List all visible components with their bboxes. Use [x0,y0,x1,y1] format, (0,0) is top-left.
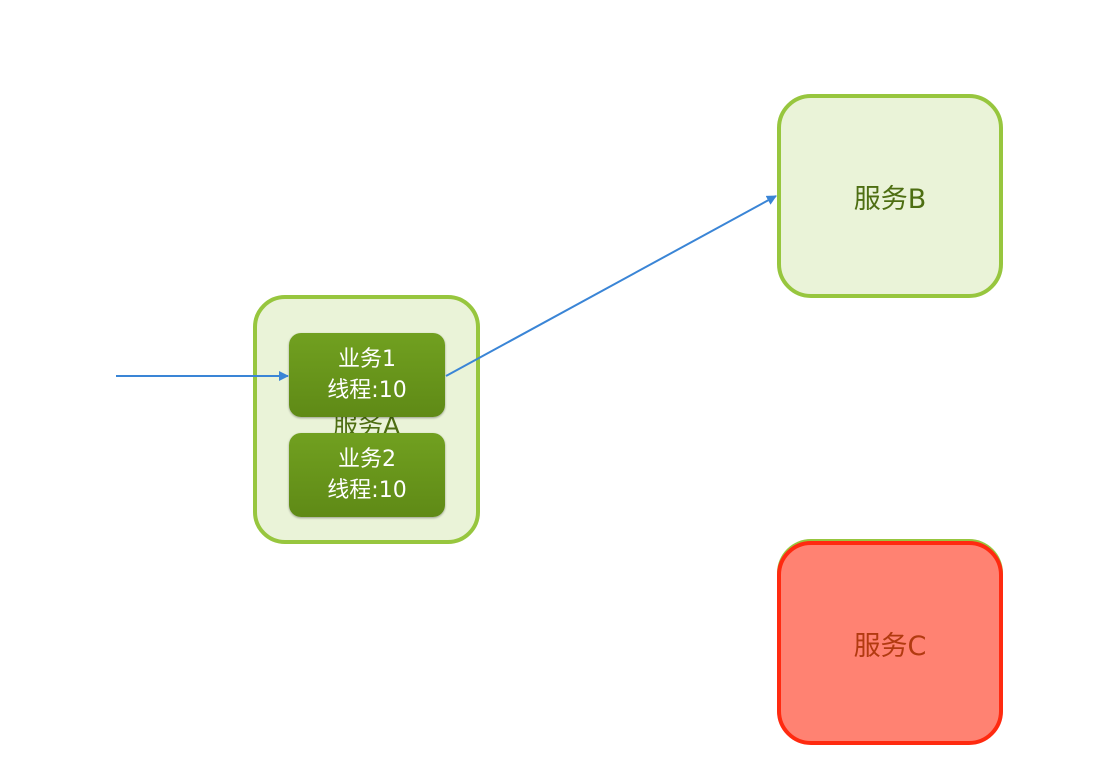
business-1-box: 业务1 线程:10 [289,333,445,417]
business-2-name: 业务2 [338,447,396,472]
business-1-threads: 线程:10 [327,378,407,403]
service-c-box: 服务C [777,541,1003,745]
service-c-label: 服务C [853,630,927,662]
service-b-box: 服务B [777,94,1003,298]
business-2-threads: 线程:10 [327,478,407,503]
business-1-name: 业务1 [338,347,396,372]
service-b-label: 服务B [853,183,927,215]
arrow-to-service-b [445,195,777,377]
business-2-box: 业务2 线程:10 [289,433,445,517]
